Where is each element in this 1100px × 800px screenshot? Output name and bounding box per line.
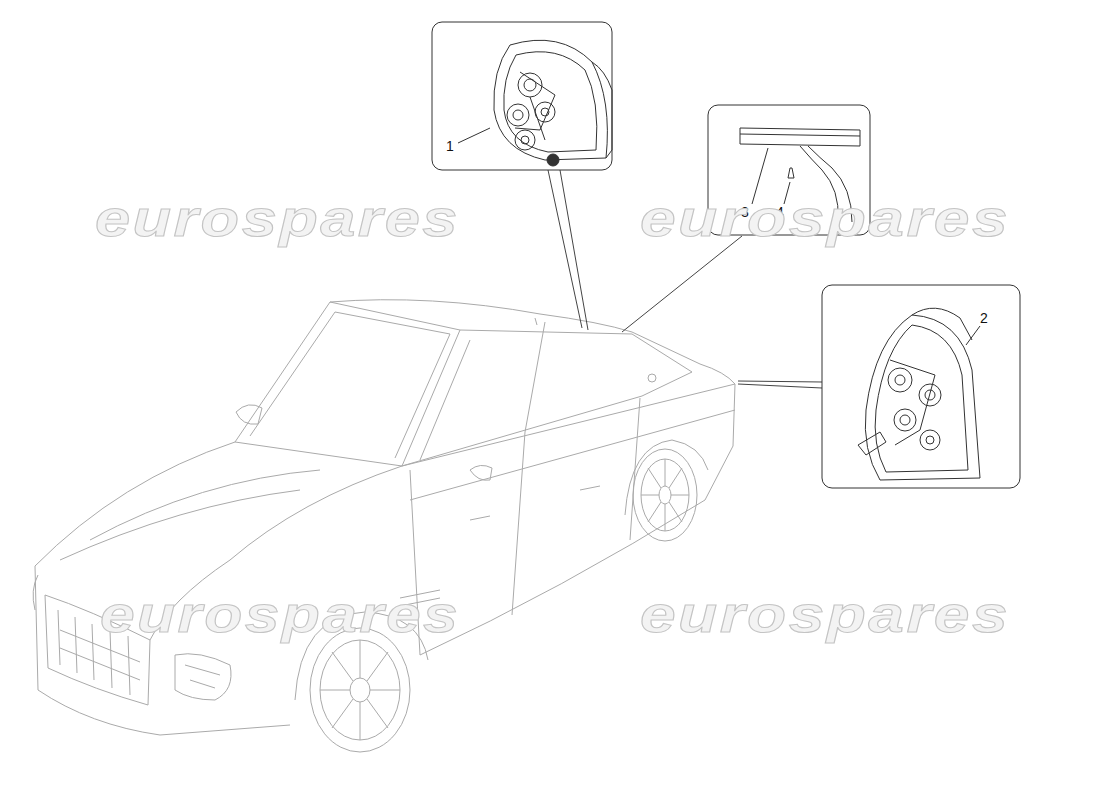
tail-lamp-drawing <box>458 40 612 166</box>
inset-frames <box>432 22 1020 488</box>
tail-lamp-drawing <box>858 308 980 480</box>
watermark: eurospares <box>95 192 460 244</box>
car-outline <box>33 300 735 752</box>
callout-number: 2 <box>978 310 990 326</box>
watermark: eurospares <box>640 588 1010 640</box>
watermark: eurospares <box>640 192 1010 244</box>
watermark: eurospares <box>100 588 460 640</box>
callout-number: 1 <box>444 138 456 154</box>
